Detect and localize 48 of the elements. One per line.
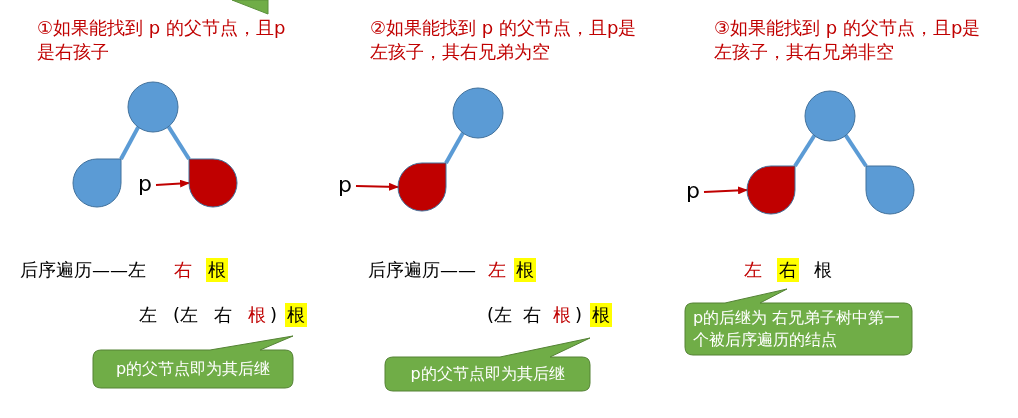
- traversal-text: (左: [486, 303, 514, 327]
- arrow: [355, 182, 399, 191]
- tree-node-circle: [127, 81, 179, 133]
- highlighted-text: 根: [514, 258, 536, 282]
- traversal-text: 后序遍历——: [367, 258, 477, 282]
- traversal-text: 根: [247, 303, 267, 327]
- callout-text: p的父节点即为其后继: [409, 363, 566, 385]
- traversal-text: 根: [813, 258, 833, 282]
- pointer-label: p: [686, 178, 700, 204]
- highlighted-text: 根: [206, 258, 228, 282]
- arrow: [155, 179, 190, 188]
- tree-node-drop: [865, 165, 915, 215]
- traversal-text: 后序遍历——左: [19, 258, 147, 282]
- callout-text: p的后继为 右兄弟子树中第一个被后序遍历的结点: [692, 307, 902, 351]
- tree-node-drop: [188, 158, 238, 208]
- traversal-text: 右: [173, 258, 193, 282]
- speech-bubble: [93, 336, 293, 388]
- tree-node-circle: [452, 87, 504, 139]
- tree-edge: [844, 134, 868, 168]
- case-heading: ①如果能找到 p 的父节点，且p是右孩子: [37, 16, 287, 64]
- highlighted-text: 根: [590, 303, 612, 327]
- traversal-text: (左: [172, 303, 200, 327]
- arrow: [703, 186, 748, 195]
- tree-edge: [119, 126, 140, 160]
- case-heading: ②如果能找到 p 的父节点，且p是左孩子，其右兄弟为空: [370, 16, 638, 64]
- case-heading: ③如果能找到 p 的父节点，且p是左孩子，其右兄弟非空: [714, 16, 982, 64]
- speech-bubble: [385, 338, 590, 391]
- traversal-text: ): [269, 303, 279, 327]
- tree-node-drop: [72, 158, 122, 208]
- traversal-text: 左: [138, 303, 158, 327]
- tree-edge: [166, 125, 191, 161]
- tree-node-drop: [397, 162, 447, 212]
- speech-bubble: [685, 289, 912, 355]
- traversal-text: 右: [522, 303, 542, 327]
- pointer-label: p: [138, 171, 152, 197]
- traversal-text: 右: [213, 303, 233, 327]
- traversal-text: ): [574, 303, 584, 327]
- tree-node-circle: [804, 90, 856, 142]
- callout-text: p的父节点即为其后继: [114, 358, 272, 380]
- highlighted-text: 根: [285, 303, 307, 327]
- pointer-label: p: [338, 172, 352, 198]
- tree-node-drop: [746, 165, 796, 215]
- tree-edge: [444, 131, 465, 164]
- highlighted-text: 右: [777, 258, 799, 282]
- traversal-text: 根: [552, 303, 572, 327]
- tree-edge: [793, 134, 817, 168]
- traversal-text: 左: [743, 258, 763, 282]
- traversal-text: 左: [487, 258, 507, 282]
